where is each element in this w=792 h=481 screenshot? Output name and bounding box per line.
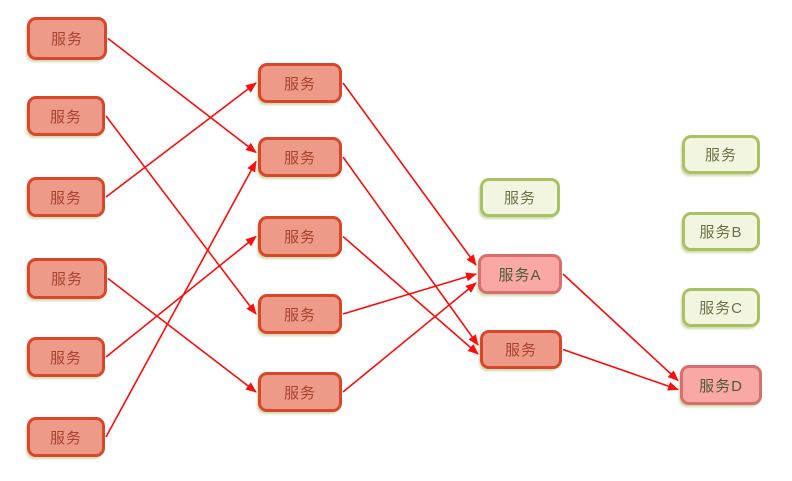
node-d[interactable]: 服务D xyxy=(680,365,762,405)
edge-l1-m2 xyxy=(107,37,257,154)
node-m2[interactable]: 服务 xyxy=(258,137,342,177)
edge-l2-m4 xyxy=(105,115,257,315)
node-l4[interactable]: 服务 xyxy=(27,258,107,299)
edge-m4-a xyxy=(342,272,477,315)
node-m1[interactable]: 服务 xyxy=(258,63,342,103)
node-l5[interactable]: 服务 xyxy=(27,337,105,377)
edge-m3-r3 xyxy=(342,235,479,355)
node-l3[interactable]: 服务 xyxy=(27,177,105,217)
edge-a-d xyxy=(562,273,679,382)
edge-m5-a xyxy=(342,282,477,393)
edge-l4-m5 xyxy=(107,277,257,393)
node-g4b[interactable]: 服务B xyxy=(682,212,760,251)
node-l6[interactable]: 服务 xyxy=(27,417,105,457)
edge-m1-a xyxy=(342,82,477,266)
node-g4c[interactable]: 服务C xyxy=(682,288,760,327)
edge-l6-m2 xyxy=(105,160,257,438)
node-m4[interactable]: 服务 xyxy=(258,294,342,334)
node-a[interactable]: 服务A xyxy=(478,254,562,294)
node-r3[interactable]: 服务 xyxy=(480,330,562,369)
node-m3[interactable]: 服务 xyxy=(258,216,342,257)
edge-m2-r3 xyxy=(342,156,479,346)
node-m5[interactable]: 服务 xyxy=(258,372,342,412)
node-l2[interactable]: 服务 xyxy=(27,96,105,136)
edge-l3-m1 xyxy=(105,82,257,198)
edge-l5-m3 xyxy=(105,235,257,358)
node-g3[interactable]: 服务 xyxy=(480,178,560,217)
node-g4a[interactable]: 服务 xyxy=(682,135,760,174)
edge-r3-d xyxy=(562,348,679,391)
node-l1[interactable]: 服务 xyxy=(27,17,107,60)
